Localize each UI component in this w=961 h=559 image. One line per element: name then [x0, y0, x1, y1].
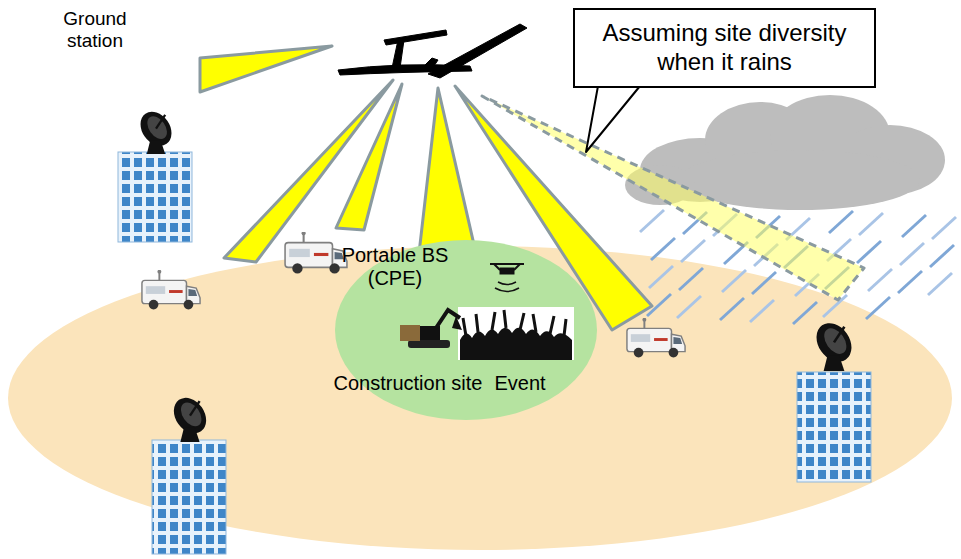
drone: [490, 264, 524, 292]
drone: [494, 264, 500, 270]
crowd-picture: [460, 328, 572, 360]
drone: [490, 263, 524, 265]
rain-streak: [722, 270, 746, 292]
crowd-picture: [458, 307, 574, 360]
node-text: Construction site: [333, 372, 483, 395]
rain-streak: [649, 266, 673, 288]
rain-streak: [651, 238, 675, 260]
rain-streak: [928, 273, 952, 295]
vans: [285, 231, 347, 273]
station-label: Ground station: [40, 8, 150, 52]
rain-streak: [866, 297, 890, 319]
rain-streak: [930, 245, 954, 267]
rain-streak: [902, 215, 926, 237]
aircraft: [338, 24, 527, 78]
ground-station-building: [152, 440, 226, 554]
aircraft: [420, 58, 438, 72]
callout-pointer: [586, 86, 640, 152]
drone: [514, 264, 520, 270]
excavator: [400, 310, 462, 348]
rain-streak: [640, 210, 664, 232]
excavator: [400, 325, 420, 341]
rain-streak: [677, 296, 701, 318]
rain-streak: [898, 271, 922, 293]
rain-streak: [859, 213, 883, 235]
ground-station-building: [809, 316, 858, 371]
ground-station-building: [118, 106, 871, 554]
excavator: [408, 340, 450, 348]
crowd-picture: [463, 310, 566, 336]
ground-station-building: [118, 152, 192, 242]
callout-box: Assuming site diversity when it rains: [573, 8, 876, 88]
rain-streak: [868, 269, 892, 291]
rain-streak: [793, 302, 817, 324]
rain-streak: [752, 272, 776, 294]
rain-streak: [681, 240, 705, 262]
drone: [495, 282, 519, 292]
excavator: [436, 310, 460, 328]
rain-streak: [720, 298, 744, 320]
callout-pointer: [586, 86, 640, 152]
ground-station-building: [167, 392, 213, 442]
rain-streak: [932, 217, 956, 239]
ground-station-building: [797, 372, 871, 482]
drone: [500, 268, 514, 274]
node-text: Event: [485, 372, 555, 395]
node-text: Assuming site diversity when it rains: [585, 19, 864, 77]
beams: [418, 88, 478, 262]
rain-streak: [829, 211, 853, 233]
beams: [336, 84, 402, 230]
ground-station-building: [134, 106, 178, 154]
rain-streak: [857, 241, 881, 263]
excavator: [416, 326, 440, 340]
cloud: [680, 150, 920, 210]
crowd-picture: [458, 307, 574, 360]
beams: [200, 46, 332, 92]
vans: [142, 270, 200, 310]
excavator: [452, 316, 462, 330]
rain-streak: [750, 300, 774, 322]
aircraft: [384, 30, 447, 45]
rain-streak: [900, 243, 924, 265]
rain-streak: [679, 268, 703, 290]
vans: [627, 318, 685, 358]
site-area: Portable BS (CPE) Construction siteEvent: [335, 240, 597, 420]
node-text: Portable BS (CPE): [340, 244, 450, 290]
